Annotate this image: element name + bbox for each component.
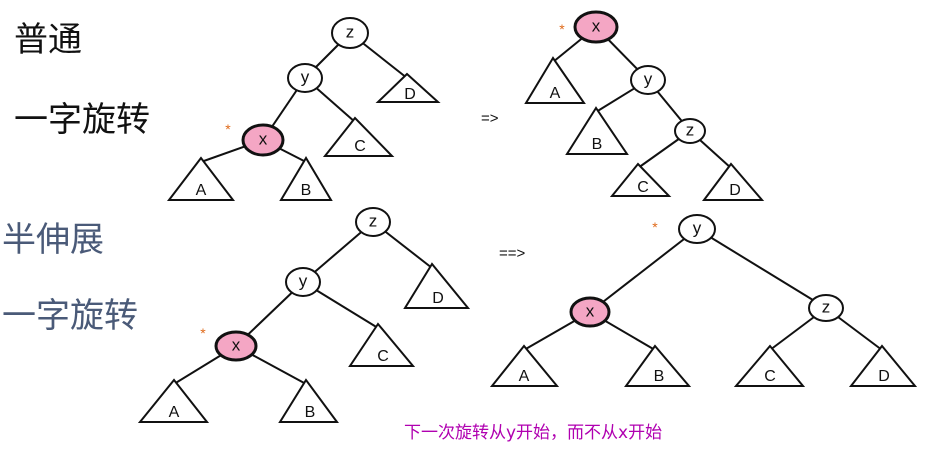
star-marker-t4: * — [652, 219, 658, 235]
node-y-t2 — [630, 65, 666, 95]
subtree-d-t2-label: D — [729, 182, 741, 199]
edge-y-x-t4 — [589, 228, 698, 313]
subtree-c-t1 — [322, 116, 395, 157]
node-x-t2 — [573, 10, 619, 44]
node-x-t1 — [241, 123, 285, 157]
subtree-b-t4 — [624, 344, 692, 387]
subtree-b-t4-label: B — [654, 368, 665, 385]
node-z-t1 — [331, 17, 369, 49]
subtree-a-t2-label: A — [550, 85, 561, 102]
arrow-2: ==> — [499, 245, 526, 262]
node-z-t2-label: z — [686, 121, 695, 140]
subtree-b-t1 — [279, 156, 333, 201]
subtree-c-t4 — [733, 344, 806, 387]
node-z-t1-label: z — [346, 23, 355, 42]
arrow-1: => — [481, 110, 499, 127]
node-z-t2 — [674, 118, 706, 144]
subtree-a-t1 — [166, 156, 236, 201]
subtree-c-t4-label: C — [764, 368, 776, 385]
node-y-t4-label: y — [693, 219, 702, 238]
node-x-t3 — [214, 330, 258, 362]
node-y-t1 — [287, 63, 323, 93]
edge-y-z-t4 — [696, 228, 827, 309]
subtree-a-t1-label: A — [196, 182, 207, 199]
node-z-t3 — [355, 207, 391, 237]
node-z-t4 — [808, 294, 844, 322]
star-marker-t3: * — [200, 325, 206, 341]
subtree-d-t3-label: D — [432, 290, 444, 307]
node-y-t4 — [678, 214, 716, 244]
subtree-c-t3-label: C — [377, 348, 389, 365]
subtree-c-t2 — [609, 162, 672, 197]
subtree-d-t1-label: D — [404, 86, 416, 103]
node-x-t3-label: x — [232, 336, 241, 355]
subtree-c-t1-label: C — [354, 138, 366, 155]
subtree-a-t3-label: A — [169, 404, 180, 421]
subtree-c-t3 — [348, 322, 416, 367]
subtree-d-t2 — [702, 162, 765, 201]
subtree-b-t1-label: B — [301, 182, 312, 199]
section1-title-line1: 普通 — [14, 20, 82, 60]
node-z-t3-label: z — [369, 212, 378, 231]
subtree-b-t2 — [565, 106, 629, 155]
subtree-d-t3 — [403, 262, 471, 309]
subtree-c-t2-label: C — [637, 179, 649, 196]
subtree-d-t1 — [375, 72, 441, 103]
node-y-t3-label: y — [299, 272, 308, 291]
section2-title-line2: 一字旋转 — [2, 296, 138, 336]
section2-title-line1: 半伸展 — [2, 220, 104, 260]
subtree-b-t2-label: B — [592, 136, 603, 153]
subtree-a-t2 — [524, 56, 586, 104]
star-marker-t2: * — [559, 21, 565, 37]
note-text: 下一次旋转从y开始，而不从x开始 — [404, 423, 663, 443]
node-z-t4-label: z — [822, 298, 831, 317]
subtree-a-t3 — [137, 378, 210, 423]
node-y-t2-label: y — [644, 70, 653, 89]
star-marker-t1: * — [225, 121, 231, 137]
node-x-t4 — [569, 296, 611, 328]
subtree-b-t3 — [278, 378, 339, 423]
subtree-d-t4 — [848, 344, 918, 387]
node-y-t1-label: y — [301, 68, 310, 87]
subtree-a-t4 — [489, 344, 560, 387]
section1-title-line2: 一字旋转 — [14, 100, 150, 140]
node-x-t1-label: x — [259, 130, 268, 149]
node-x-t4-label: x — [586, 302, 595, 321]
subtree-b-t3-label: B — [305, 404, 316, 421]
subtree-d-t4-label: D — [878, 368, 890, 385]
subtree-a-t4-label: A — [519, 368, 530, 385]
node-x-t2-label: x — [592, 17, 601, 36]
node-y-t3 — [285, 267, 321, 297]
